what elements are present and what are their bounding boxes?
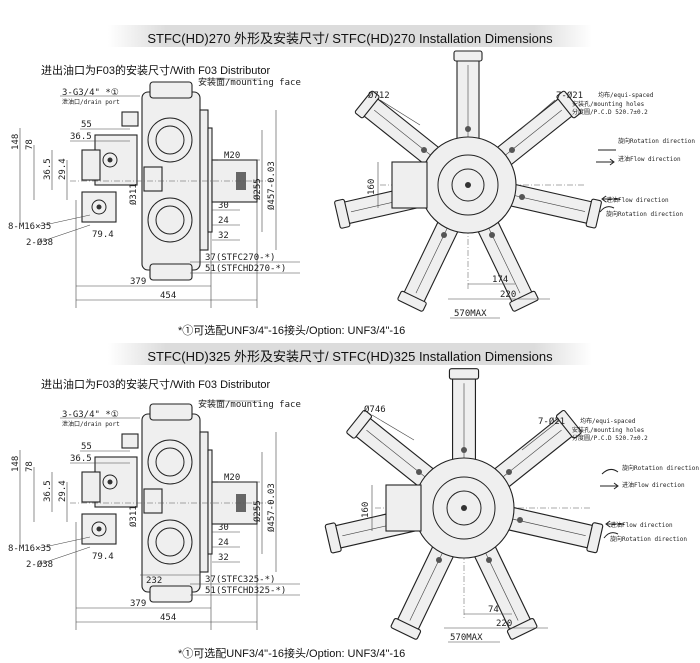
s2-mounting-face-label: 安装面/mounting face bbox=[198, 398, 301, 410]
s2-front-pcd: 分度圆/P.C.D 520.7±0.2 bbox=[572, 434, 648, 442]
s1-dim-29-4: 29.4 bbox=[58, 158, 68, 180]
s2-dim-232: 232 bbox=[146, 576, 162, 586]
section-1-title-band: STFC(HD)270 外形及安装尺寸/ STFC(HD)270 Install… bbox=[108, 25, 592, 47]
s2-drain-port-cn: 泄油口/drain port bbox=[62, 420, 120, 428]
s2-front-holes-cn: 均布/equi-spaced bbox=[580, 417, 636, 425]
s2-dim-148: 148 bbox=[11, 456, 21, 472]
s1-dim-36-5-side: 36.5 bbox=[43, 158, 53, 180]
section-2-side-view bbox=[19, 400, 300, 631]
s2-rotation-label-2: Rotation direction bbox=[622, 536, 687, 543]
s2-dim-379: 379 bbox=[130, 599, 146, 609]
s2-flow-cn-2: 进油 bbox=[610, 521, 622, 529]
s1-dim-32: 32 bbox=[218, 231, 229, 241]
s2-dim-255: Ø255 bbox=[252, 500, 263, 522]
s2-front-holes: 7-Ø21 bbox=[538, 416, 565, 427]
s1-front-diameter: Ø712 bbox=[368, 90, 390, 101]
s1-drain-port-cn: 泄油口/drain port bbox=[62, 98, 120, 106]
s1-dim-379: 379 bbox=[130, 277, 146, 287]
s1-mounting-face-label: 安装面/mounting face bbox=[198, 76, 301, 88]
s2-dim-36-5-side: 36.5 bbox=[43, 480, 53, 502]
s2-flow-label-2: Flow direction bbox=[622, 522, 673, 529]
section-2-option-note: *①可选配UNF3/4"-16接头/Option: UNF3/4"-16 bbox=[178, 648, 406, 660]
s2-rotation-cn-2: 旋向 bbox=[610, 535, 622, 543]
section-1-subtitle: 进出油口为F03的安装尺寸/With F03 Distributor bbox=[41, 65, 271, 77]
section-1-side-view bbox=[19, 78, 300, 309]
s1-dim-m20: M20 bbox=[224, 151, 240, 161]
s2-len-std: 37(STFC325-*) bbox=[205, 575, 275, 585]
s1-front-pcd: 分度圆/P.C.D 520.7±0.2 bbox=[572, 108, 648, 116]
s2-rotation-label: Rotation direction bbox=[634, 465, 699, 472]
s1-bolt-spec: 8-M16×35 bbox=[8, 222, 51, 232]
s1-direction-arrows bbox=[596, 149, 620, 213]
s2-len-hd: 51(STFCHD325-*) bbox=[205, 586, 286, 596]
s1-dim-255: Ø255 bbox=[252, 178, 263, 200]
s1-flow-cn-2: 进油 bbox=[606, 196, 618, 204]
s1-dim-78: 78 bbox=[25, 139, 35, 150]
s2-front-dim2: 220 bbox=[496, 619, 512, 629]
s1-rotation-label: Rotation direction bbox=[630, 138, 695, 145]
s1-front-dim1: 174 bbox=[492, 275, 508, 285]
s1-dim-457: Ø457-0.03 bbox=[266, 161, 277, 210]
s1-dim-30: 30 bbox=[218, 201, 229, 211]
s2-front-dim1: 74 bbox=[488, 605, 499, 615]
s1-flow-label-2: Flow direction bbox=[618, 197, 669, 204]
s1-dim-311: Ø311 bbox=[128, 183, 139, 205]
s2-front-holes-desc: 安装孔/mounting holes bbox=[572, 426, 645, 434]
s1-rotation-label-2: Rotation direction bbox=[618, 211, 683, 218]
s1-len-hd: 51(STFCHD270-*) bbox=[205, 264, 286, 274]
s1-dim-55: 55 bbox=[81, 120, 92, 130]
s2-port-dia: 2-Ø38 bbox=[26, 559, 53, 570]
s2-dim-78: 78 bbox=[25, 461, 35, 472]
s2-front-max: 570MAX bbox=[450, 633, 483, 643]
s2-dim-29-4: 29.4 bbox=[58, 480, 68, 502]
section-2-title-band: STFC(HD)325 外形及安装尺寸/ STFC(HD)325 Install… bbox=[108, 343, 592, 365]
s1-front-holes-cn: 均布/equi-spaced bbox=[598, 91, 654, 99]
s2-dim-24: 24 bbox=[218, 538, 229, 548]
s2-dim-454: 454 bbox=[160, 613, 176, 623]
s2-dim-457: Ø457-0.03 bbox=[266, 483, 277, 532]
s2-dim-311: Ø311 bbox=[128, 505, 139, 527]
s2-rotation-cn: 旋向 bbox=[622, 464, 634, 472]
s1-flow-cn: 进油 bbox=[618, 155, 630, 163]
s2-front-height: 160 bbox=[361, 502, 371, 518]
s1-drain-port-label: 3-G3/4" *① bbox=[62, 88, 119, 98]
s1-dim-79-4: 79.4 bbox=[92, 230, 114, 240]
s1-dim-36-5-top: 36.5 bbox=[70, 132, 92, 142]
s2-dim-79-4: 79.4 bbox=[92, 552, 114, 562]
s1-len-std: 37(STFC270-*) bbox=[205, 253, 275, 263]
s1-front-holes-desc: 安装孔/mounting holes bbox=[572, 100, 645, 108]
s2-bolt-spec: 8-M16×35 bbox=[8, 544, 51, 554]
s2-flow-label: Flow direction bbox=[634, 482, 685, 489]
s1-front-holes: 7-Ø21 bbox=[556, 90, 583, 101]
s1-rotation-cn-2: 旋向 bbox=[606, 210, 618, 218]
section-1-option-note: *①可选配UNF3/4"-16接头/Option: UNF3/4"-16 bbox=[178, 325, 406, 337]
s2-flow-cn: 进油 bbox=[622, 481, 634, 489]
section-2-subtitle: 进出油口为F03的安装尺寸/With F03 Distributor bbox=[41, 379, 271, 391]
section-2-title: STFC(HD)325 外形及安装尺寸/ STFC(HD)325 Install… bbox=[147, 349, 553, 364]
s2-dim-32: 32 bbox=[218, 553, 229, 563]
section-1-title: STFC(HD)270 外形及安装尺寸/ STFC(HD)270 Install… bbox=[147, 31, 553, 46]
s2-direction-arrows bbox=[600, 468, 624, 539]
s1-port-dia: 2-Ø38 bbox=[26, 237, 53, 248]
s1-front-dim2: 220 bbox=[500, 290, 516, 300]
s2-drain-port-label: 3-G3/4" *① bbox=[62, 410, 119, 420]
s1-flow-label: Flow direction bbox=[630, 156, 681, 163]
s1-dim-454: 454 bbox=[160, 291, 176, 301]
s1-dim-148: 148 bbox=[11, 134, 21, 150]
s1-front-max: 570MAX bbox=[454, 309, 487, 319]
s2-dim-36-5-top: 36.5 bbox=[70, 454, 92, 464]
section-2-front-view bbox=[324, 368, 604, 643]
s2-dim-30: 30 bbox=[218, 523, 229, 533]
s1-dim-24: 24 bbox=[218, 216, 229, 226]
s2-dim-55: 55 bbox=[81, 442, 92, 452]
section-1-front-view bbox=[333, 50, 603, 319]
s2-front-diameter: Ø746 bbox=[364, 404, 386, 415]
s1-rotation-cn: 旋向 bbox=[618, 137, 630, 145]
s1-front-height: 160 bbox=[367, 179, 377, 195]
s2-dim-m20: M20 bbox=[224, 473, 240, 483]
